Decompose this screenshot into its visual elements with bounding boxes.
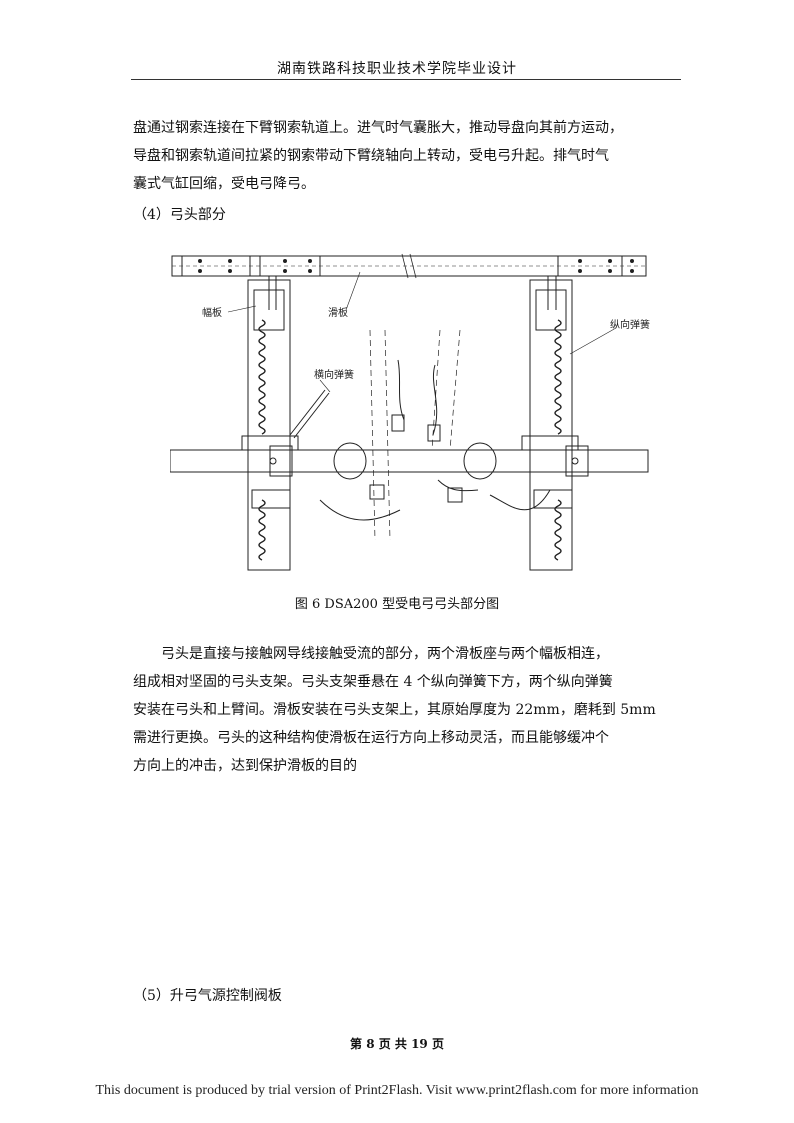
page-number-footer: 第 8 页 共 19 页 [350, 1037, 444, 1051]
horizontal-axle [169, 435, 649, 480]
paragraph-1-line: 盘通过钢索连接在下臂钢索轨道上。进气时气囊胀大，推动导盘向其前方运动， [133, 120, 623, 136]
label-huaban: 滑板 [328, 306, 348, 319]
label-zongxiang-tanhuang: 纵向弹簧 [610, 318, 650, 331]
paragraph-2-line: 需进行更换。弓头的这种结构使滑板在运行方向上移动灵活，而且能够缓冲个 [133, 730, 609, 746]
paragraph-2-line: 弓头是直接与接触网导线接触受流的部分，两个滑板座与两个幅板相连， [161, 646, 609, 662]
page-header-title: 湖南铁路科技职业技术学院毕业设计 [277, 61, 517, 77]
center-dashed-mast [369, 329, 461, 541]
pantograph-head-figure: 幅板 滑板 横向弹簧 纵向弹簧 [169, 250, 650, 573]
paragraph-2-line: 安装在弓头和上臂间。滑板安装在弓头支架上，其原始厚度为 22mm，磨耗到 5mm [133, 702, 656, 718]
paragraph-1-line: 导盘和钢索轨道间拉紧的钢索带动下臂绕轴向上转动，受电弓升起。排气时气 [133, 148, 609, 164]
header-divider [131, 79, 681, 80]
left-longitudinal-spring [258, 319, 266, 561]
left-support [247, 276, 291, 571]
paragraph-2-line: 组成相对坚固的弓头支架。弓头支架垂悬在 4 个纵向弹簧下方，两个纵向弹簧 [133, 674, 613, 690]
label-leaders [227, 271, 617, 393]
right-longitudinal-spring [554, 319, 562, 561]
trial-watermark: This document is produced by trial versi… [95, 1083, 699, 1098]
transverse-spring [289, 389, 330, 439]
figure-caption: 图 6 DSA200 型受电弓弓头部分图 [294, 597, 500, 612]
support-feet [251, 489, 573, 509]
label-fuban: 幅板 [202, 306, 222, 319]
pantograph-head-drawing: 幅板 滑板 横向弹簧 纵向弹簧 [169, 253, 650, 571]
right-support [529, 276, 573, 571]
paragraph-1-line: 囊式气缸回缩，受电弓降弓。 [133, 176, 315, 192]
section-5-heading: （5）升弓气源控制阀板 [133, 988, 282, 1004]
section-4-heading: （4）弓头部分 [133, 207, 226, 223]
center-connectors [319, 359, 551, 521]
paragraph-1: 盘通过钢索连接在下臂钢索轨道上。进气时气囊胀大，推动导盘向其前方运动， 导盘和钢… [133, 114, 681, 198]
top-strip [171, 253, 647, 279]
paragraph-2-line: 方向上的冲击，达到保护滑板的目的 [133, 758, 357, 774]
label-hengxiang-tanhuang: 横向弹簧 [314, 368, 354, 381]
paragraph-2: 弓头是直接与接触网导线接触受流的部分，两个滑板座与两个幅板相连， 组成相对坚固的… [133, 640, 681, 780]
